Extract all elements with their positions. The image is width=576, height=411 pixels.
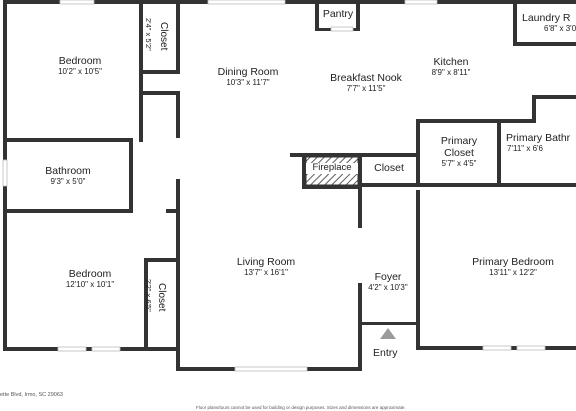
room-laundry: Laundry R 6'8" x 3'0 — [522, 12, 576, 33]
wall-closet2-left — [144, 258, 148, 351]
room-bedroom-2: Bedroom 12'10" x 10'1" — [45, 268, 135, 289]
room-closet-1-dims: 2'4" x 5'2" — [141, 18, 159, 51]
windows — [2, 0, 546, 372]
room-primary-bedroom: Primary Bedroom 13'11" x 12'2" — [458, 256, 568, 277]
room-dimensions: 13'11" x 12'2" — [489, 268, 537, 278]
wall-living-left-low — [176, 347, 180, 371]
window-primary-b — [516, 345, 546, 351]
room-bathroom: Bathroom 9'3" x 5'0" — [28, 165, 108, 186]
room-name: Kitchen — [433, 56, 469, 68]
room-name: Bedroom — [58, 55, 102, 67]
wall-bath-right — [129, 142, 133, 212]
wall-bedroom1-bottom — [3, 138, 133, 142]
entry-label: Entry — [373, 347, 398, 359]
window-primary-a — [482, 345, 512, 351]
room-dimensions: 7'11" x 6'6 — [507, 144, 543, 154]
room-name: Dining Room — [217, 66, 279, 78]
wall-closet1-right — [176, 0, 180, 70]
room-dimensions: 8'9" x 8'11" — [431, 68, 471, 78]
room-dining: Dining Room 10'3" x 11'7" — [198, 66, 298, 87]
wall-kitchen-bottom — [416, 119, 536, 123]
room-dimensions: 4'2" x 10'3" — [368, 283, 408, 293]
room-name: Primary Closet — [440, 135, 478, 160]
wall-bath-top — [532, 95, 576, 99]
room-name: Breakfast Nook — [330, 72, 402, 84]
wall-pantry-right — [356, 0, 360, 30]
window-bedroom1 — [59, 0, 95, 5]
wall-closet-divider — [497, 119, 501, 187]
wall-laundry-bottom — [513, 42, 576, 46]
room-living: Living Room 13'7" x 16'1" — [220, 256, 312, 277]
room-name: Bathroom — [45, 165, 91, 177]
wall-closet2-top — [144, 258, 180, 262]
room-kitchen: Kitchen 8'9" x 8'11" — [411, 56, 491, 77]
wall-living-left — [176, 179, 180, 351]
wall-foyer-bottom — [362, 322, 418, 325]
room-name: Primary Bathr — [506, 132, 571, 144]
window-living — [234, 366, 308, 372]
room-name: Laundry R — [522, 12, 571, 24]
wall-fireplace-left — [302, 153, 306, 189]
room-name: Bedroom — [68, 268, 112, 280]
room-dimensions: 9'3" x 5'0" — [50, 177, 86, 187]
room-dimensions: 12'10" x 10'1" — [65, 280, 115, 290]
window-bedroom2-a — [57, 346, 87, 352]
wall-closet-hall-bottom — [358, 183, 420, 187]
room-name: Foyer — [374, 271, 402, 283]
wall-fireplace-top — [290, 153, 420, 157]
wall-fireplace-right — [358, 153, 362, 228]
footer-address: ette Blvd, Irmo, SC 29063 — [0, 392, 63, 398]
footer-disclaimer: Floor plans/tours cannot be used for bui… — [196, 405, 406, 410]
room-bedroom-1: Bedroom 10'2" x 10'5" — [40, 55, 120, 76]
window-kitchen — [404, 0, 438, 5]
entry-arrow — [380, 328, 396, 339]
wall-closet1-bottom — [139, 70, 180, 74]
room-name: Closet — [374, 162, 404, 174]
wall-bath-step — [532, 95, 536, 122]
window-dining — [207, 0, 286, 5]
wall-bath-bottom — [3, 209, 133, 213]
room-dimensions: 13'7" x 16'1" — [244, 268, 288, 278]
room-dimensions: 2'2" x 6'5" — [144, 279, 153, 312]
room-dimensions: 5'7" x 4'5" — [441, 159, 477, 169]
wall-outer-top — [3, 0, 576, 4]
wall-pantry-left — [315, 0, 319, 30]
room-closet-1: Closet — [156, 22, 174, 54]
room-dimensions: 2'4" x 5'2" — [144, 18, 153, 51]
wall-fireplace-bottom — [302, 185, 360, 189]
window-bedroom2-b — [91, 346, 121, 352]
room-name: Living Room — [236, 256, 296, 268]
room-dimensions: 10'2" x 10'5" — [58, 67, 102, 77]
room-dimensions: 6'8" x 3'0 — [544, 24, 576, 34]
room-foyer: Foyer 4'2" x 10'3" — [360, 271, 416, 292]
wall-laundry-left — [513, 0, 517, 45]
wall-primary-top — [416, 183, 576, 187]
wall-bedroom2-top-right — [166, 209, 180, 213]
window-bath-left — [2, 159, 8, 187]
wall-foyer-left-low — [358, 283, 362, 371]
wall-outer-bottom-left — [3, 347, 178, 351]
room-dimensions: 10'3" x 11'7" — [226, 78, 270, 88]
wall-hall-niche — [143, 91, 180, 95]
room-fireplace: Fireplace — [306, 162, 358, 174]
room-name: Pantry — [322, 8, 354, 20]
room-name: Primary Bedroom — [472, 256, 554, 268]
wall-foyer-right — [416, 190, 420, 350]
room-closet-2-dims: 2'2" x 6'5" — [141, 279, 159, 312]
room-name: Closet — [158, 22, 169, 51]
room-name: Fireplace — [306, 162, 358, 174]
room-closet-hall: Closet — [364, 162, 414, 174]
window-pantry — [330, 26, 354, 32]
room-breakfast-nook: Breakfast Nook 7'7" x 11'5" — [316, 72, 416, 93]
room-dimensions: 7'7" x 11'5" — [346, 84, 386, 94]
room-primary-closet: Primary Closet 5'7" x 4'5" — [428, 135, 490, 168]
room-pantry: Pantry — [318, 8, 358, 20]
room-primary-bath: Primary Bathr 7'11" x 6'6 — [506, 132, 576, 153]
wall-dining-left — [176, 95, 180, 138]
